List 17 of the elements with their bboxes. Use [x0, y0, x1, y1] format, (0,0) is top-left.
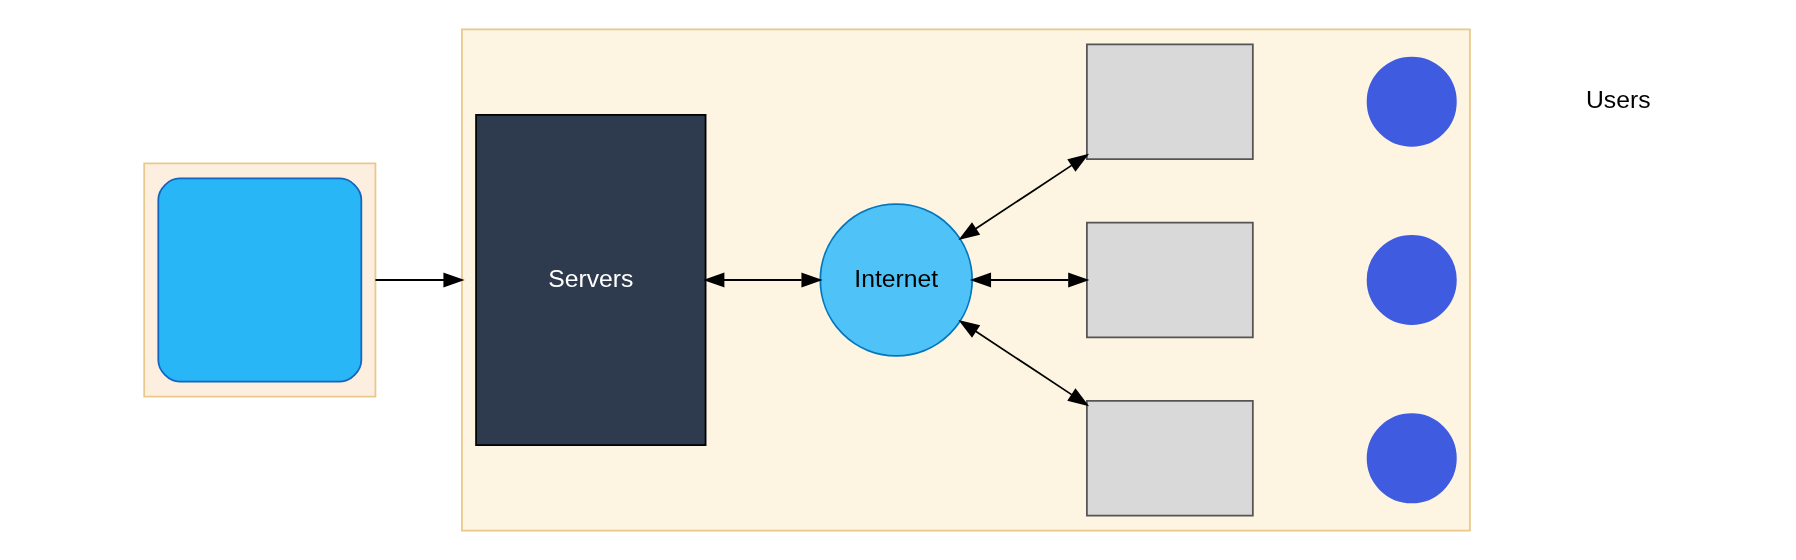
node-box: [157, 177, 363, 383]
node-person: [1366, 413, 1457, 504]
arrow: [958, 153, 1090, 241]
node-person: [1366, 56, 1457, 147]
node-box: [1086, 221, 1254, 339]
arrow: [703, 272, 823, 288]
node-box: [1086, 400, 1254, 517]
node-circle: Internet: [819, 203, 974, 357]
node-person: [1366, 235, 1457, 325]
cluster: [143, 162, 377, 398]
node-box: [1086, 43, 1254, 160]
node-box: Servers: [475, 114, 707, 446]
arrow: [374, 272, 465, 288]
label: Users: [1586, 86, 1651, 114]
arrow: [969, 272, 1090, 288]
cluster: [461, 28, 1471, 532]
arrow: [958, 319, 1090, 407]
